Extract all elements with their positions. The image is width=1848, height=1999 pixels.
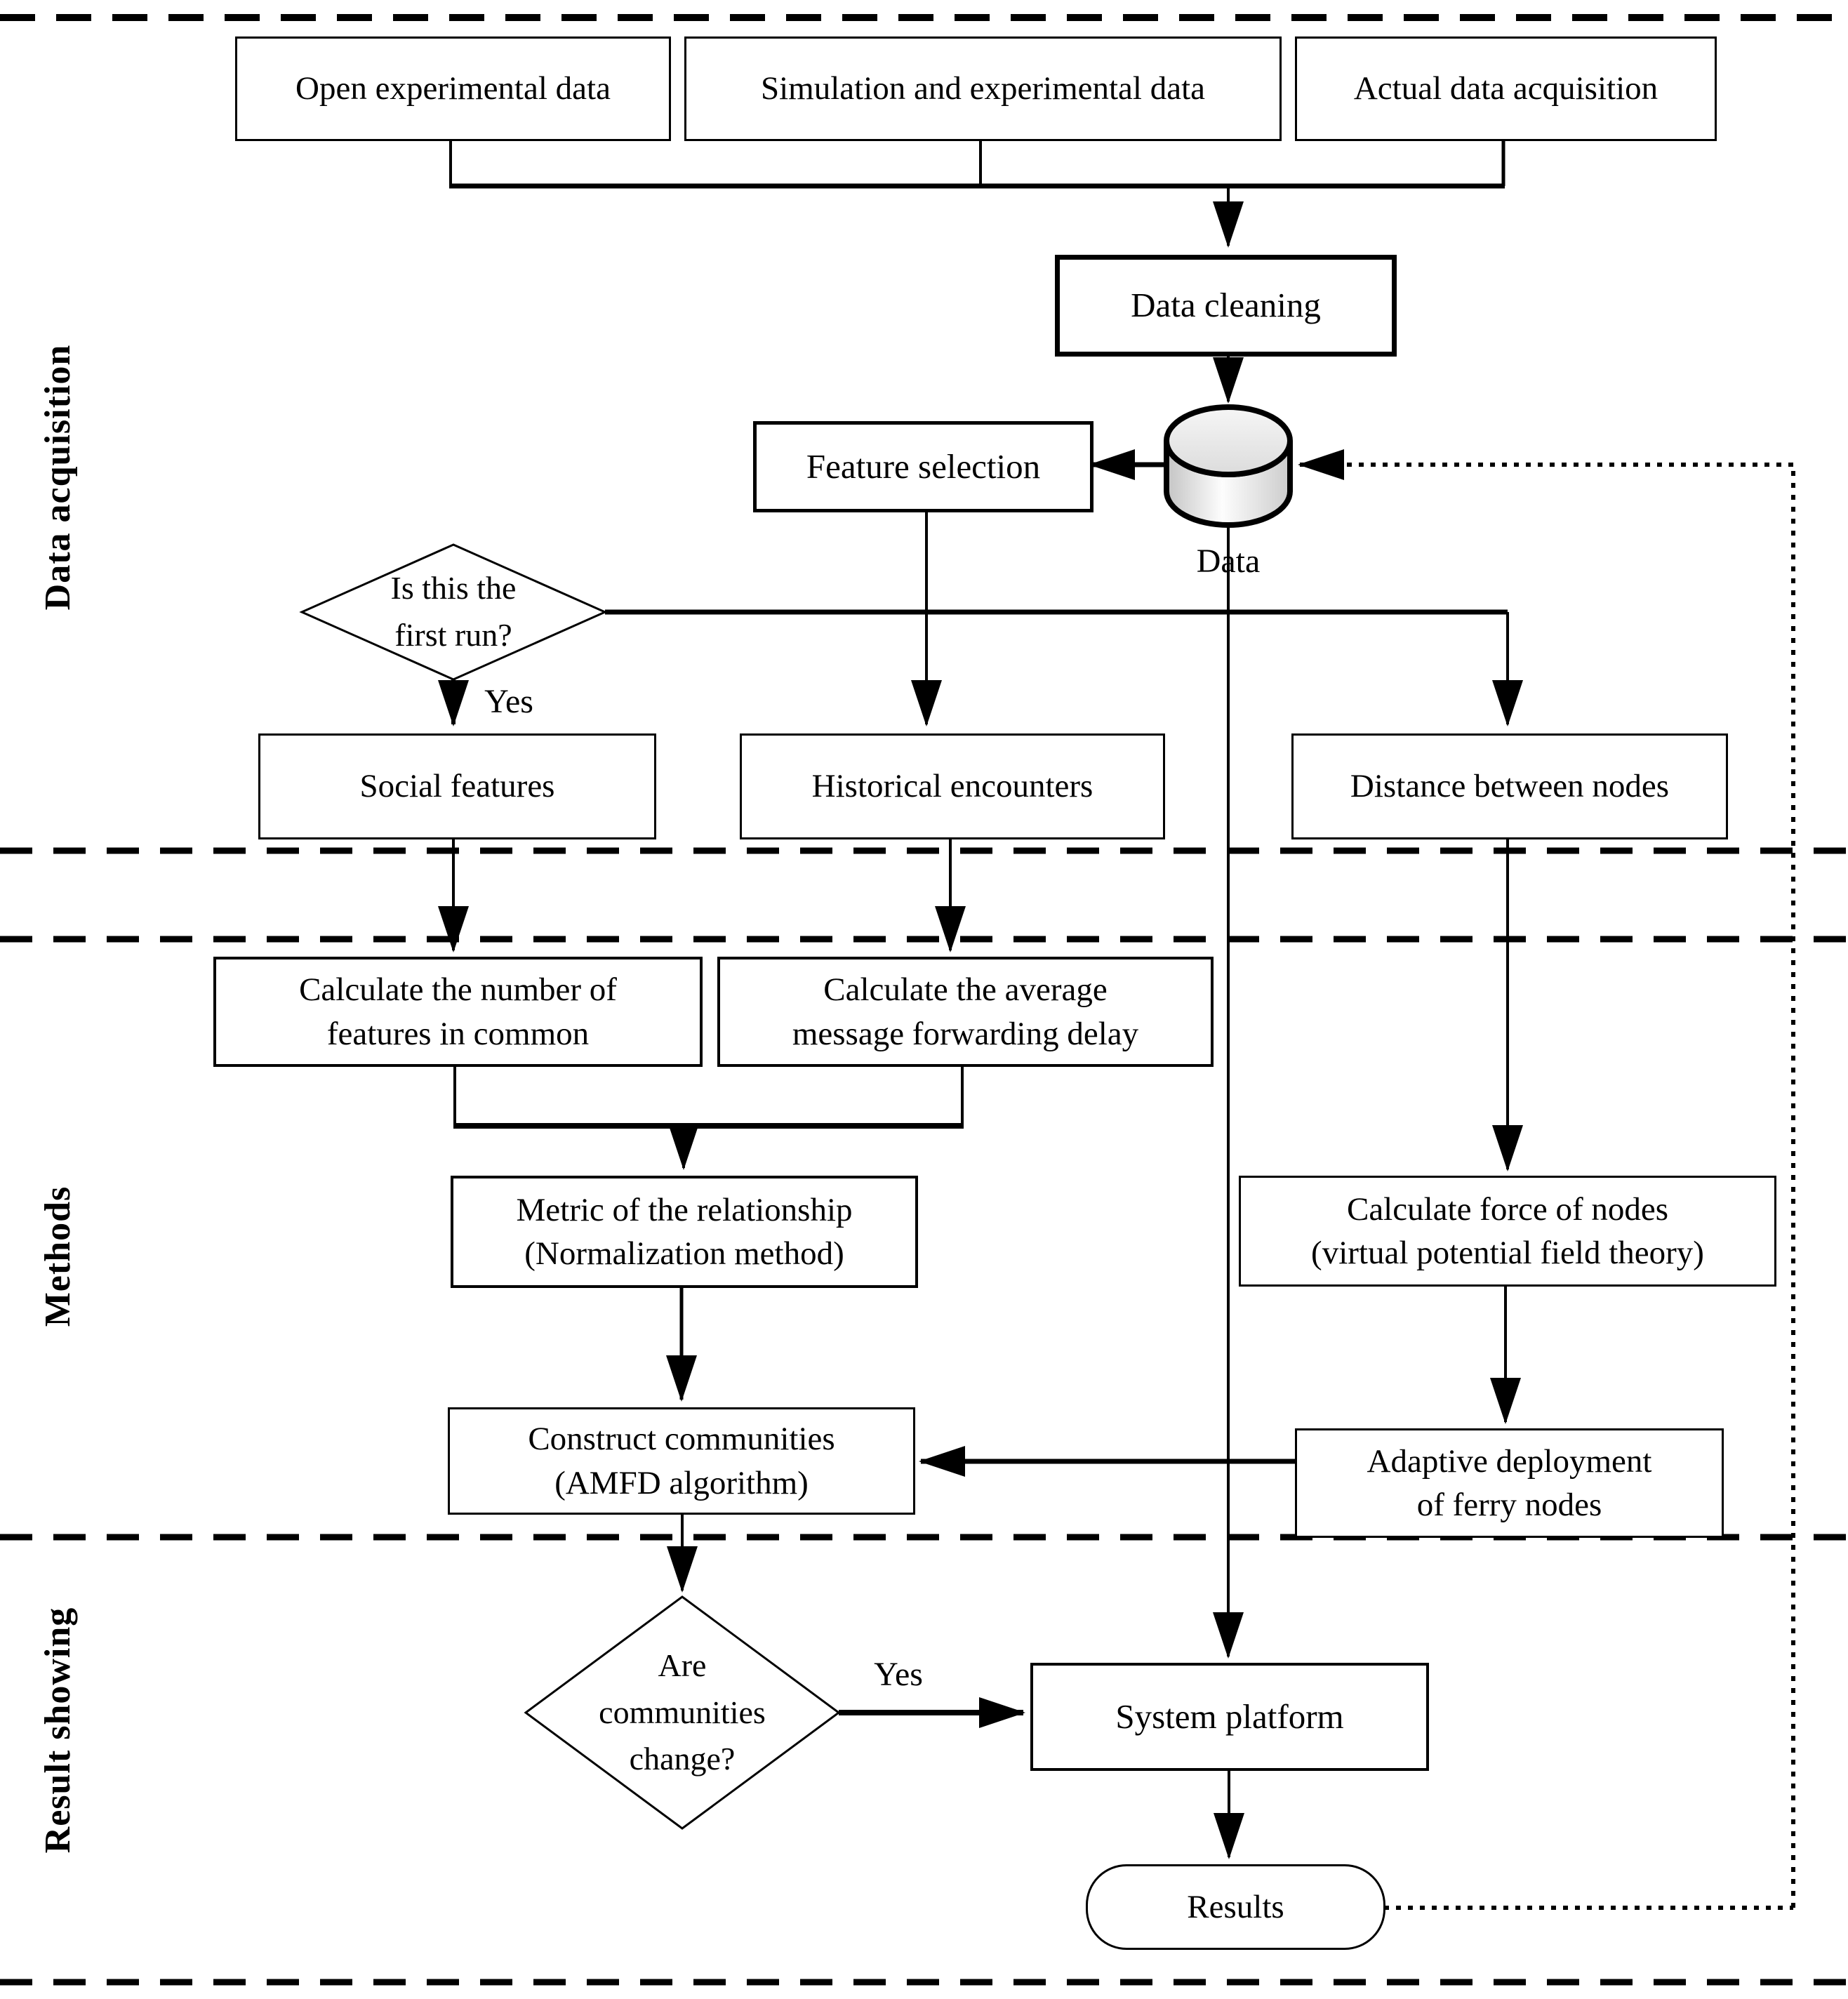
section-label-result-showing: Result showing	[38, 1607, 78, 1854]
node-social-features: Social features	[258, 733, 656, 839]
node-label-line: Calculate the number of	[299, 971, 617, 1009]
label-yes-first-run: Yes	[484, 683, 533, 720]
node-label-line: (Normalization method)	[524, 1235, 844, 1272]
node-label-line: Adaptive deployment	[1367, 1442, 1652, 1480]
node-actual-data-acquisition: Actual data acquisition	[1295, 36, 1717, 141]
section-label-data-acquisition: Data acquisition	[38, 344, 78, 611]
node-historical-encounters: Historical encounters	[740, 733, 1165, 839]
node-calc-average-delay: Calculate the average message forwarding…	[717, 957, 1214, 1067]
node-label: Data cleaning	[1131, 286, 1321, 325]
node-label: Results	[1187, 1888, 1284, 1925]
node-label-line: of ferry nodes	[1416, 1487, 1602, 1523]
node-simulation-experimental-data: Simulation and experimental data	[684, 36, 1282, 141]
node-label-line: (AMFD algorithm)	[554, 1464, 809, 1501]
node-distance-between-nodes: Distance between nodes	[1291, 733, 1728, 839]
node-adaptive-deployment: Adaptive deployment of ferry nodes	[1295, 1428, 1724, 1538]
node-label-line: (virtual potential field theory)	[1311, 1235, 1704, 1271]
node-construct-communities: Construct communities (AMFD algorithm)	[448, 1407, 915, 1515]
node-label-line: Calculate the average	[823, 971, 1108, 1009]
node-calc-force-of-nodes: Calculate force of nodes (virtual potent…	[1239, 1176, 1776, 1287]
node-calc-features-in-common: Calculate the number of features in comm…	[213, 957, 703, 1067]
section-label-methods: Methods	[38, 1186, 78, 1327]
node-data-cleaning: Data cleaning	[1055, 255, 1397, 357]
node-label: Distance between nodes	[1350, 768, 1670, 805]
node-label: Historical encounters	[811, 768, 1093, 805]
node-label: Open experimental data	[295, 70, 611, 107]
node-label: System platform	[1115, 1696, 1344, 1736]
label-yes-communities-change: Yes	[874, 1656, 923, 1693]
database-cylinder-top	[1164, 404, 1293, 477]
node-metric-relationship: Metric of the relationship (Normalizatio…	[451, 1176, 918, 1288]
node-label: Actual data acquisition	[1353, 70, 1658, 107]
node-label-line: Construct communities	[528, 1421, 835, 1458]
diamond-first-run-text: Is this the first run?	[313, 562, 594, 663]
node-open-experimental-data: Open experimental data	[235, 36, 671, 141]
diamond-text-line: first run?	[394, 617, 512, 653]
diamond-communities-change	[524, 1595, 841, 1830]
node-label: Social features	[359, 768, 555, 805]
node-label-line: features in common	[326, 1015, 590, 1052]
node-label-line: Metric of the relationship	[516, 1191, 853, 1228]
diamond-text-line: communities	[599, 1694, 766, 1730]
diamond-text-line: change?	[629, 1741, 736, 1777]
node-label: Feature selection	[806, 446, 1041, 486]
node-results-terminator: Results	[1086, 1864, 1385, 1950]
diamond-text-line: Are	[658, 1647, 707, 1683]
diamond-text-line: Is this the	[390, 570, 517, 606]
node-label-line: message forwarding delay	[792, 1015, 1139, 1052]
diamond-first-run	[299, 543, 608, 681]
database-label: Data	[1196, 543, 1261, 580]
node-label-line: Calculate force of nodes	[1346, 1190, 1669, 1228]
node-system-platform: System platform	[1030, 1663, 1429, 1771]
node-label: Simulation and experimental data	[760, 70, 1205, 107]
diamond-communities-change-text: Are communities change?	[542, 1635, 823, 1790]
node-feature-selection: Feature selection	[753, 421, 1093, 512]
